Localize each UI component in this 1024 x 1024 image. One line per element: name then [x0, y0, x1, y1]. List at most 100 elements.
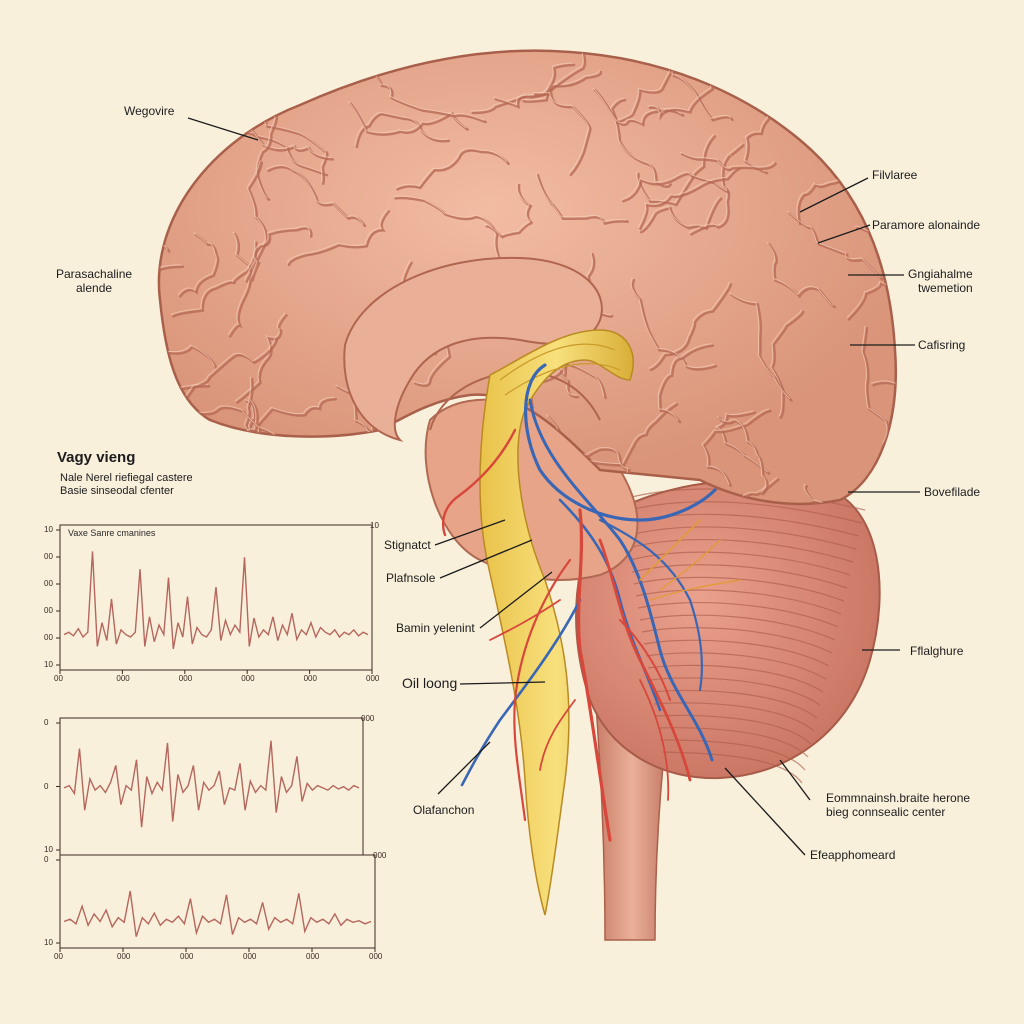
gyrus-fold [522, 50, 589, 103]
folia-line [661, 751, 803, 784]
x-tick-label: 000 [366, 674, 380, 683]
gyrus-highlight [347, 101, 467, 134]
folia-line [639, 614, 836, 641]
gyrus-fold [251, 227, 313, 282]
gyrus-highlight [158, 343, 215, 367]
label-bamin: Bamin yelenint [396, 621, 475, 635]
x-tick-label: 000 [178, 674, 193, 683]
folia-line [627, 538, 854, 563]
panel-title: Vagy vieng [57, 449, 136, 466]
gyrus-highlight [365, 63, 485, 121]
y-tick-label: 10 [44, 845, 53, 854]
right-tick-label: 000 [361, 714, 375, 723]
y-tick-label: 00 [44, 633, 53, 642]
label-plafnsole: Plafnsole [386, 571, 436, 585]
folia-line [631, 564, 848, 589]
gyrus-highlight [393, 195, 503, 267]
gyrus-fold [179, 233, 220, 298]
y-tick-label: 10 [44, 938, 53, 947]
gyrus-fold [264, 438, 329, 504]
gyrus-highlight [701, 408, 770, 485]
panel-subtitle: Nale Nerel riefiegal castere Basie sinse… [60, 472, 193, 497]
x-tick-label: 000 [303, 674, 317, 683]
right-tick-label: 000 [373, 851, 387, 860]
y-tick-label: 00 [44, 606, 53, 615]
gyrus-highlight [532, 91, 590, 174]
gyrus-fold [702, 409, 772, 488]
label-parasachaline: Parasachaline alende [56, 267, 133, 295]
y-tick-label: 10 [44, 525, 53, 534]
waveform-charts [56, 524, 376, 952]
gyrus-fold [394, 196, 506, 269]
gyrus-fold [770, 310, 805, 419]
right-tick-label: 10 [370, 521, 379, 530]
label-eommnainsh: Eommnainsh.braite herone bieg connsealic… [826, 791, 971, 819]
y-tick-label: 00 [44, 579, 53, 588]
label-wegovire: Wegovire [124, 104, 175, 118]
gyrus-highlight [637, 166, 738, 228]
folia-line [635, 589, 842, 615]
gyrus-highlight [630, 277, 715, 368]
gyrus-highlight [740, 50, 772, 95]
gyrus-highlight [221, 488, 316, 504]
gyrus-highlight [832, 70, 865, 157]
folia-line [625, 526, 857, 550]
gyrus-fold [158, 344, 218, 369]
gyrus-highlight [234, 312, 286, 402]
vagus-nerve [479, 329, 634, 916]
gyrus-highlight [244, 160, 266, 281]
gyrus-fold [681, 152, 777, 172]
gyrus-fold [833, 71, 868, 160]
label-bovefilade: Bovefilade [924, 485, 981, 499]
gyrus-highlight [684, 50, 763, 66]
x-tick-label: 000 [241, 674, 255, 683]
gyrus-fold [175, 338, 279, 415]
label-cafisring: Cafisring [918, 338, 966, 352]
gyrus-fold [223, 489, 318, 504]
y-tick-label: 0 [44, 781, 49, 791]
gyrus-fold [835, 50, 869, 108]
x-tick-label: 000 [369, 952, 383, 961]
x-tick-label: 000 [117, 952, 131, 961]
x-tick-label: 00 [54, 674, 63, 683]
gyrus-highlight [636, 134, 714, 204]
label-filvlaree: Filvlaree [872, 168, 918, 182]
gyrus-fold [222, 449, 256, 504]
gyrus-fold [741, 50, 775, 98]
gyrus-highlight [600, 50, 658, 62]
gyrus-fold [236, 314, 288, 404]
label-gngiahalme: Gngiahalme twemetion [908, 267, 973, 295]
label-fflalghure: Fflalghure [910, 644, 964, 658]
gyrus-fold [396, 149, 510, 191]
gyrus-fold [601, 50, 660, 65]
gyrus-highlight [648, 281, 730, 369]
gyrus-highlight [679, 151, 775, 169]
y-tick-label: 00 [44, 552, 53, 561]
gyrus-highlight [688, 477, 777, 504]
gyrus-highlight [177, 232, 217, 295]
folia-line [629, 551, 851, 576]
gyrus-fold [639, 168, 741, 231]
gyrus-fold [158, 329, 173, 395]
gyrus-highlight [158, 155, 168, 251]
gyrus-fold [649, 283, 733, 372]
gyrus-highlight [170, 240, 256, 315]
gyrus-highlight [798, 483, 839, 504]
folia-line [621, 501, 863, 524]
gyrus-fold [367, 64, 487, 124]
gyrus-highlight [716, 415, 767, 493]
y-tick-label: 0 [44, 855, 49, 864]
label-oilloong: Oil loong [402, 675, 458, 691]
gyrus-fold [862, 326, 891, 447]
waveform-series [63, 740, 360, 828]
chart-frame [59, 524, 373, 671]
gyrus-highlight [221, 448, 253, 504]
gyrus-highlight [833, 50, 867, 105]
label-stignatct: Stignatct [384, 538, 431, 552]
gyrus-fold [267, 166, 367, 228]
x-tick-label: 000 [180, 952, 194, 961]
gyrus-highlight [535, 172, 627, 223]
label-olafanchon: Olafanchon [413, 803, 475, 817]
